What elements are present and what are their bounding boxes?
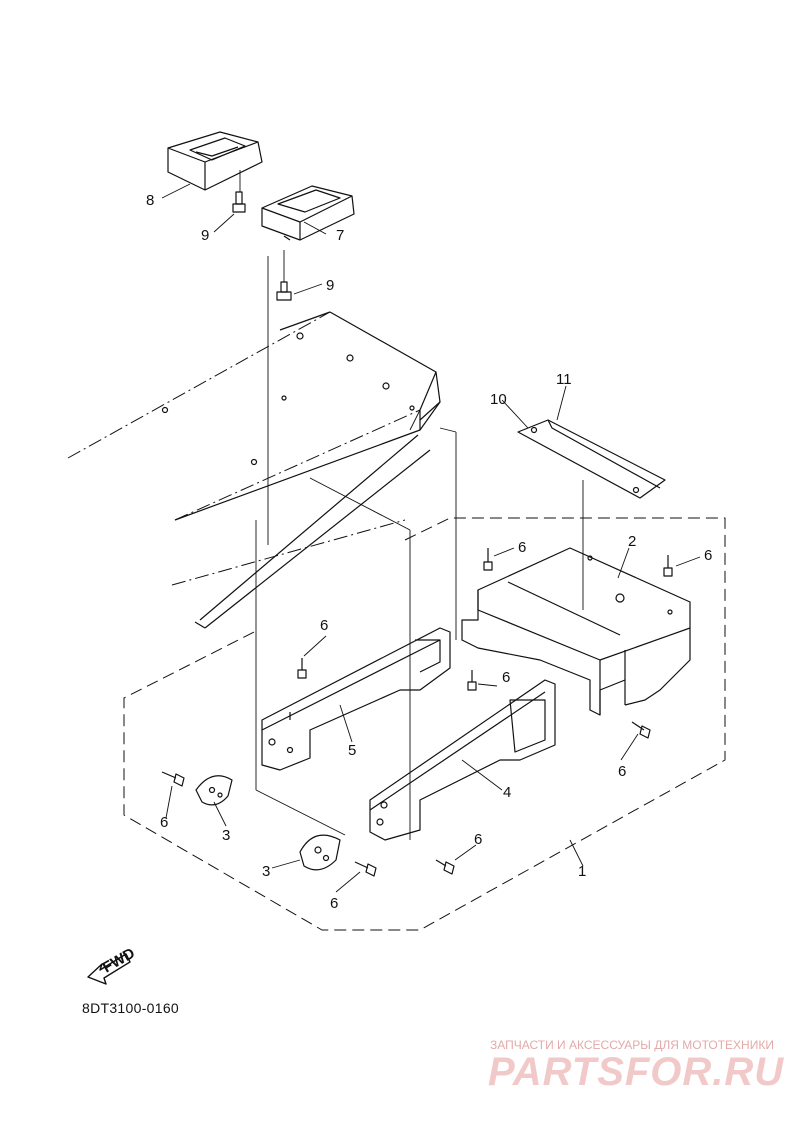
callout-1: 1	[578, 863, 586, 880]
leader-lines	[161, 183, 701, 893]
part-4-side-rail	[369, 679, 556, 841]
part-3-cover-lower	[299, 834, 341, 871]
callout-4: 4	[503, 784, 511, 801]
callout-2: 2	[628, 533, 636, 550]
callout-6: 6	[502, 669, 510, 686]
callout-6: 6	[160, 814, 168, 831]
fwd-label: FWD	[100, 945, 138, 977]
chassis-phantom-lines	[67, 311, 421, 586]
callout-8: 8	[146, 192, 154, 209]
callout-3: 3	[262, 863, 270, 880]
callout-6: 6	[618, 763, 626, 780]
callout-6: 6	[330, 895, 338, 912]
callout-10: 10	[490, 391, 507, 408]
callout-6: 6	[320, 617, 328, 634]
callout-6: 6	[704, 547, 712, 564]
callout-5: 5	[348, 742, 356, 759]
callout-labels: 8 9 7 9 11 10 6 2 6 6 6 5 4 6 6 3 3 6 6 …	[146, 192, 712, 912]
callout-9: 9	[201, 227, 209, 244]
callout-6: 6	[474, 831, 482, 848]
alignment-guides	[239, 170, 584, 840]
callout-9: 9	[326, 277, 334, 294]
part-9-bolts	[232, 191, 292, 301]
callout-6: 6	[518, 539, 526, 556]
part-7-grip-cover	[261, 185, 355, 241]
part-6-rivets	[161, 548, 673, 877]
part-3-cover-upper	[195, 775, 233, 806]
callout-11: 11	[556, 371, 572, 388]
watermark-tagline: ЗАПЧАСТИ И АКСЕССУАРЫ ДЛЯ МОТОТЕХНИКИ	[490, 1038, 774, 1052]
part-5-side-rail	[261, 627, 451, 771]
assembly-boundary	[123, 517, 726, 931]
chassis-body	[161, 311, 441, 629]
watermark-brand: PARTSFOR.RU	[488, 1050, 785, 1094]
part-2-rear-frame	[461, 547, 691, 716]
callout-3: 3	[222, 827, 230, 844]
callout-7: 7	[336, 227, 344, 244]
fwd-arrow-icon	[87, 953, 131, 985]
diagram-code: 8DT3100-0160	[82, 1000, 179, 1016]
part-8-grip-cover	[167, 131, 263, 191]
part-10-11-bracket	[517, 419, 666, 499]
